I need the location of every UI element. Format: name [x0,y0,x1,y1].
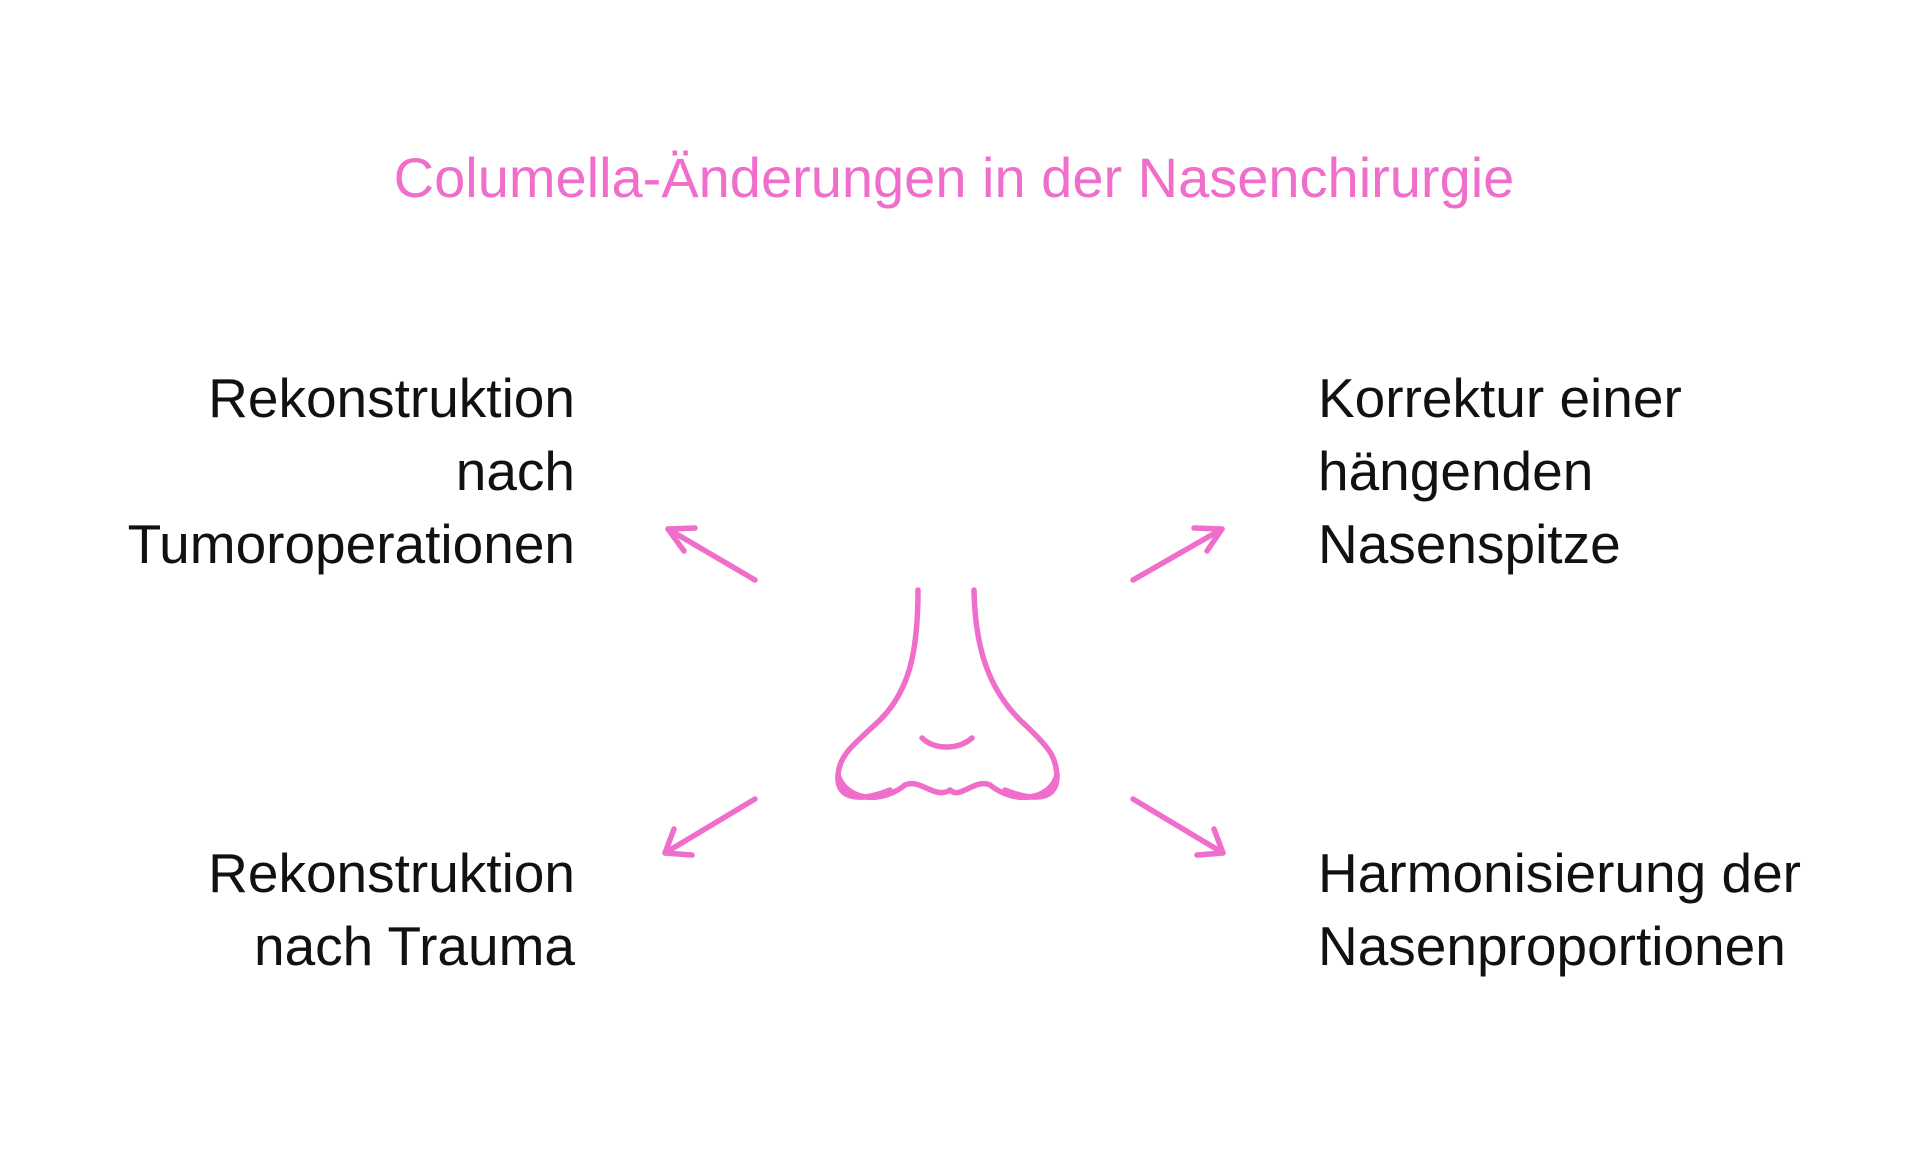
arrow-bottom-left [662,796,758,858]
label-line: Harmonisierung der [1318,842,1801,904]
label-line: Nasenproportionen [1318,915,1786,977]
label-bottom-right: Harmonisierung der Nasenproportionen [1318,837,1898,983]
label-top-right: Korrektur einer hängenden Nasenspitze [1318,362,1898,581]
arrow-bottom-right [1130,796,1226,858]
arrow-top-left [665,525,758,583]
label-line: nach Trauma [253,915,575,977]
label-top-left: Rekonstruktion nach Tumoroperationen [60,362,575,581]
label-line: Tumoroperationen [127,513,575,575]
label-bottom-left: Rekonstruktion nach Trauma [60,837,575,983]
label-line: Nasenspitze [1318,513,1621,575]
nose-icon [835,587,1060,801]
diagram-title: Columella-Änderungen in der Nasenchirurg… [393,146,1515,209]
arrow-top-right [1130,525,1225,583]
label-line: hängenden [1318,440,1594,502]
label-line: Rekonstruktion [208,367,575,429]
label-line: Rekonstruktion [208,842,575,904]
label-line: Korrektur einer [1318,367,1682,429]
label-line: nach [455,440,575,502]
